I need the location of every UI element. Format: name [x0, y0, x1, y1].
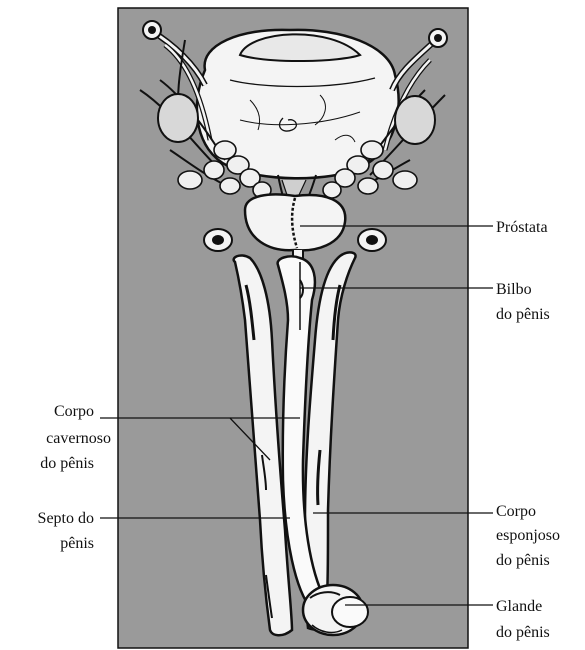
label-bulbo-line2: do pênis — [496, 306, 550, 323]
label-cavernoso-line2: cavernoso — [46, 430, 111, 447]
label-septo-line1: Septo do — [38, 510, 94, 527]
label-prostata: Próstata — [496, 219, 548, 236]
label-cavernoso-line1: Corpo — [54, 403, 94, 420]
label-cavernoso-line3: do pênis — [40, 455, 94, 472]
right-side-mass — [395, 96, 435, 144]
label-esponjoso-line3: do pênis — [496, 552, 550, 569]
label-septo-line2: pênis — [60, 535, 94, 552]
label-esponjoso-line2: esponjoso — [496, 527, 560, 544]
label-bulbo-line1: Bilbo — [496, 281, 532, 298]
label-esponjoso-line1: Corpo — [496, 503, 536, 520]
label-glande-line1: Glande — [496, 598, 542, 615]
label-glande-line2: do pênis — [496, 624, 550, 641]
left-side-mass — [158, 94, 198, 142]
